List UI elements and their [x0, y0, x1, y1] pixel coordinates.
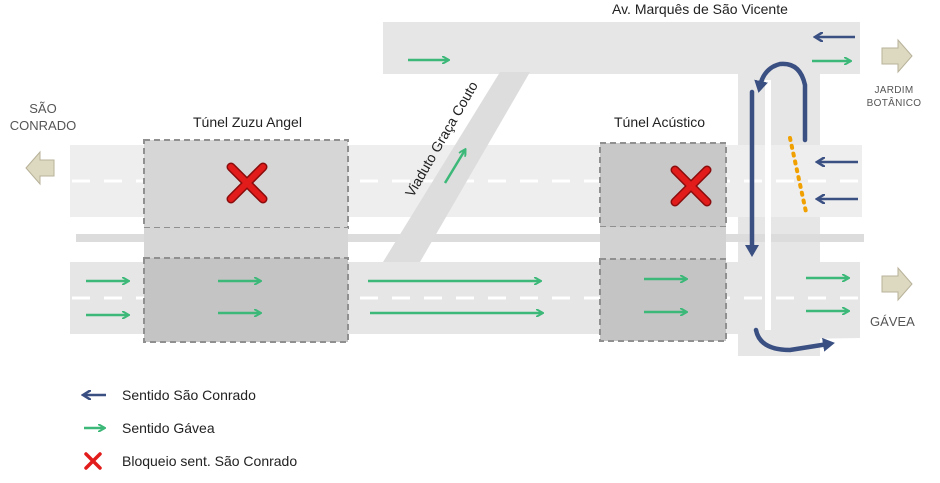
exit-arrow-gavea-icon: [881, 266, 913, 302]
detour-uturn-top-icon: [754, 61, 808, 143]
detour-arrows: [745, 61, 835, 353]
legend-label-bloqueio: Bloqueio sent. São Conrado: [122, 453, 298, 469]
tunnel-acustico-label: Túnel Acústico: [614, 114, 706, 130]
exit-arrow-jardim-botanico-icon: [881, 38, 913, 74]
legend-label-gavea: Sentido Gávea: [122, 420, 215, 436]
detour-uturn-bottom-icon: [753, 327, 835, 353]
tunnel-zuzu-angel-label: Túnel Zuzu Angel: [193, 114, 302, 130]
sao-conrado-label: SÃO CONRADO: [9, 101, 77, 133]
exit-arrow-sao-conrado-icon: [25, 150, 55, 186]
blue-arrows: [816, 37, 858, 199]
viaduct-road: [383, 72, 530, 262]
red-x-icon: [670, 165, 712, 207]
legend-red-x-icon: [84, 452, 102, 470]
tunnel-zuzu-angel: [143, 139, 349, 343]
green-arrow-icon: [443, 150, 465, 184]
jardim-botanico-label: JARDIM BOTÂNICO: [866, 85, 922, 109]
green-arrows: [86, 60, 850, 315]
tunnel-acustico: [599, 142, 727, 342]
legend-label-sao-conrado: Sentido São Conrado: [122, 387, 256, 403]
avenue-label: Av. Marquês de São Vicente: [612, 1, 788, 17]
red-x-icon: [226, 162, 268, 204]
gavea-label: GÁVEA: [870, 314, 915, 329]
median-strip: [76, 234, 864, 242]
detour-marker: [788, 136, 808, 214]
